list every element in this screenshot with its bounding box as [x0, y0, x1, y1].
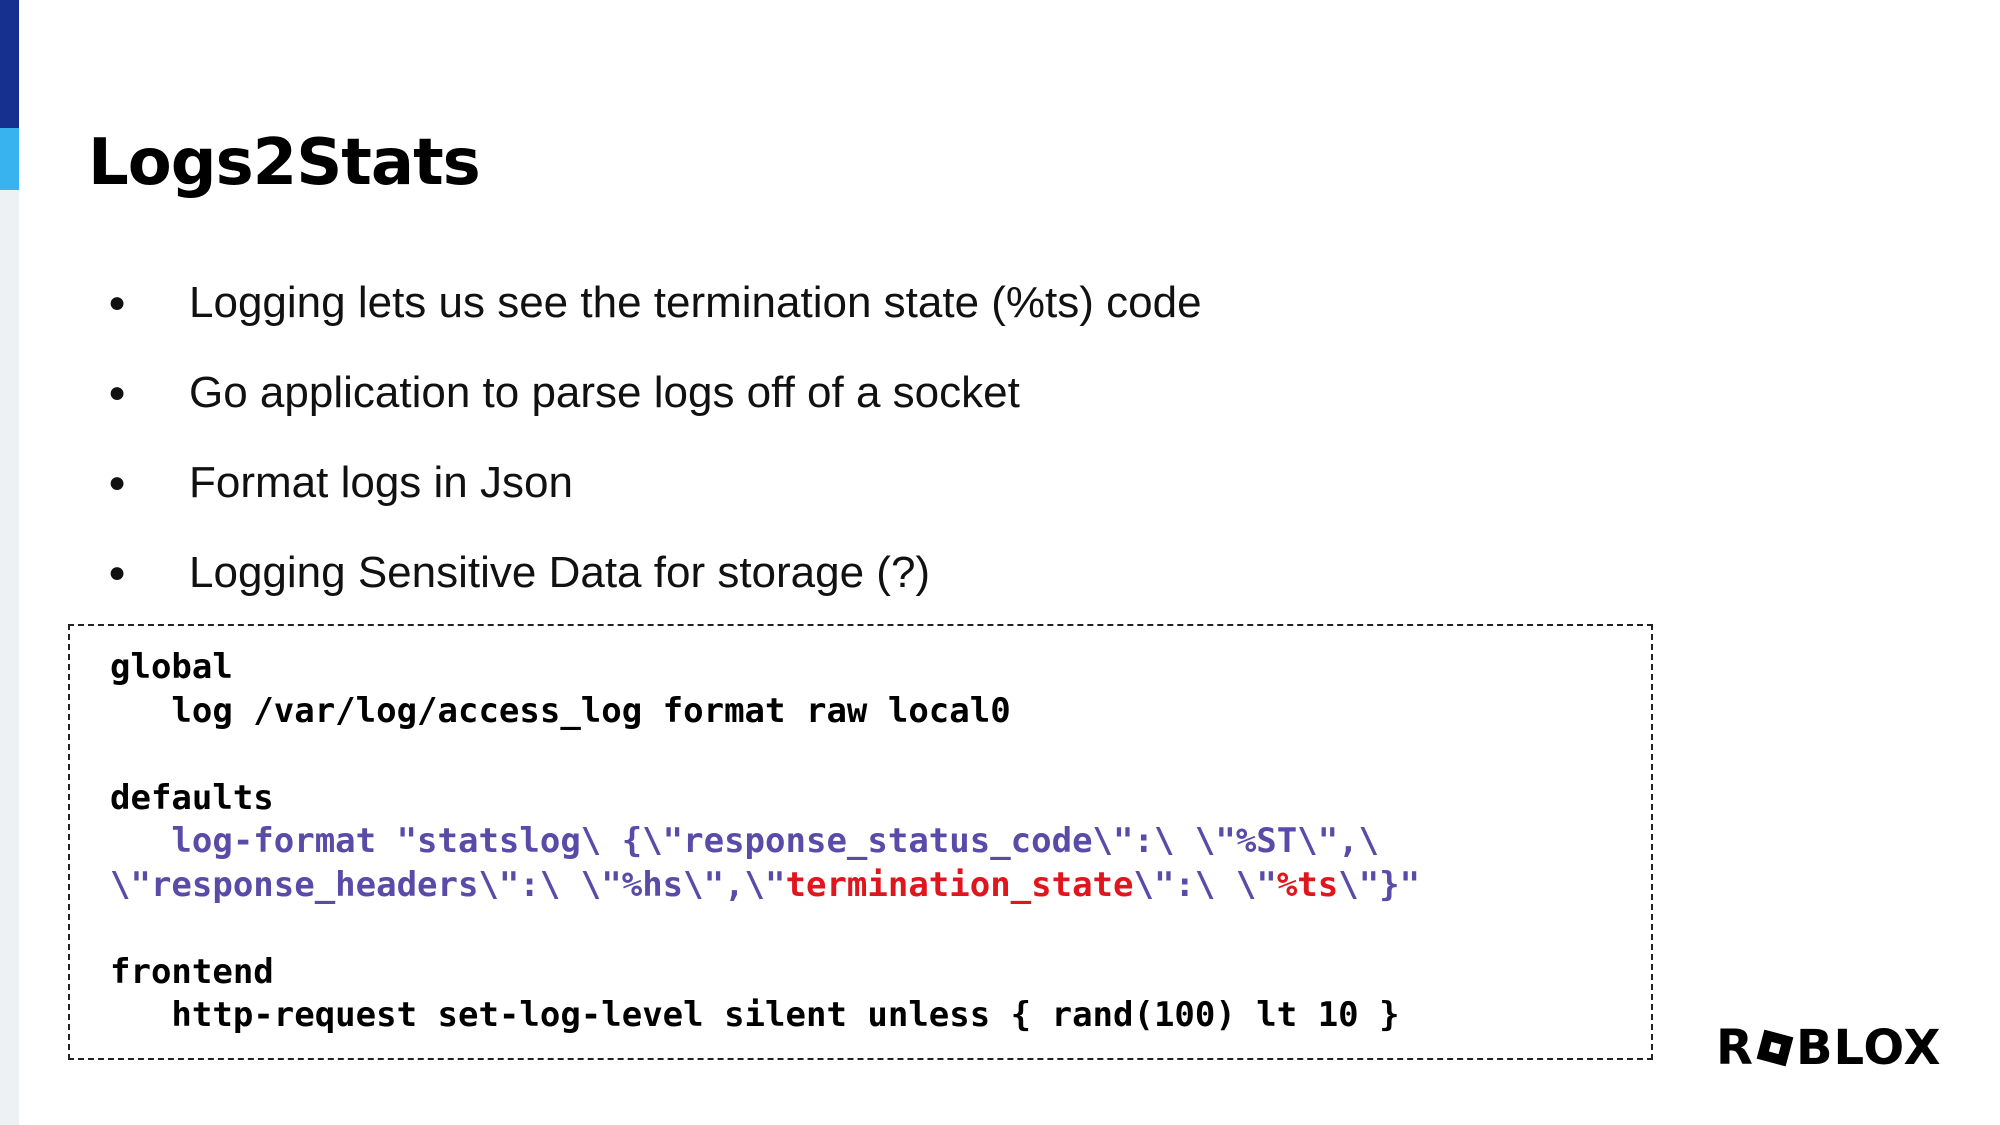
bullet-text: Logging Sensitive Data for storage (?): [189, 548, 931, 597]
accent-bar-light: [0, 128, 19, 190]
side-strip: [0, 0, 19, 1125]
logo-tilted-square-icon: [1756, 1029, 1794, 1067]
bullet-item: ● Format logs in Json: [108, 438, 1202, 528]
bullet-text: Go application to parse logs off of a so…: [189, 368, 1020, 417]
code-segment-ts: %ts: [1276, 864, 1339, 905]
code-line-blank: [110, 907, 1651, 951]
code-segment-termination-state: termination_state: [785, 864, 1134, 905]
code-line-frontend: frontend: [110, 951, 274, 992]
bullet-text: Format logs in Json: [189, 458, 573, 507]
bullet-dot-icon: ●: [108, 466, 127, 499]
code-line-blank: [110, 733, 1651, 777]
code-segment-close: \"}": [1338, 864, 1421, 905]
bullet-dot-icon: ●: [108, 376, 127, 409]
code-line-defaults: defaults: [110, 777, 274, 818]
code-line-log: log /var/log/access_log format raw local…: [110, 690, 1011, 731]
bullet-item: ● Go application to parse logs off of a …: [108, 348, 1202, 438]
logo-text-start: R: [1716, 1020, 1754, 1076]
code-segment-separator: \":\ \": [1133, 864, 1277, 905]
bullet-item: ● Logging Sensitive Data for storage (?): [108, 528, 1202, 618]
accent-bar-dark: [0, 0, 19, 128]
bullet-dot-icon: ●: [108, 286, 127, 319]
logo-text-end: BLOX: [1795, 1020, 1942, 1076]
code-line-global: global: [110, 647, 233, 687]
roblox-logo: R BLOX: [1716, 1020, 1942, 1076]
bullet-list: ● Logging lets us see the termination st…: [108, 258, 1202, 618]
code-line-log-format-cont: \"response_headers\":\ \"%hs\",\"termina…: [110, 864, 1651, 908]
bullet-text: Logging lets us see the termination stat…: [189, 278, 1202, 327]
code-segment-response-headers: \"response_headers\":\ \"%hs\",\": [110, 864, 786, 905]
code-line-log-format: log-format "statslog\ {\"response_status…: [110, 821, 1380, 861]
code-line-http-request: http-request set-log-level silent unless…: [110, 995, 1400, 1035]
bullet-item: ● Logging lets us see the termination st…: [108, 258, 1202, 348]
code-block: global log /var/log/access_log format ra…: [68, 624, 1653, 1060]
slide-title: Logs2Stats: [88, 126, 481, 200]
bullet-dot-icon: ●: [108, 556, 127, 589]
